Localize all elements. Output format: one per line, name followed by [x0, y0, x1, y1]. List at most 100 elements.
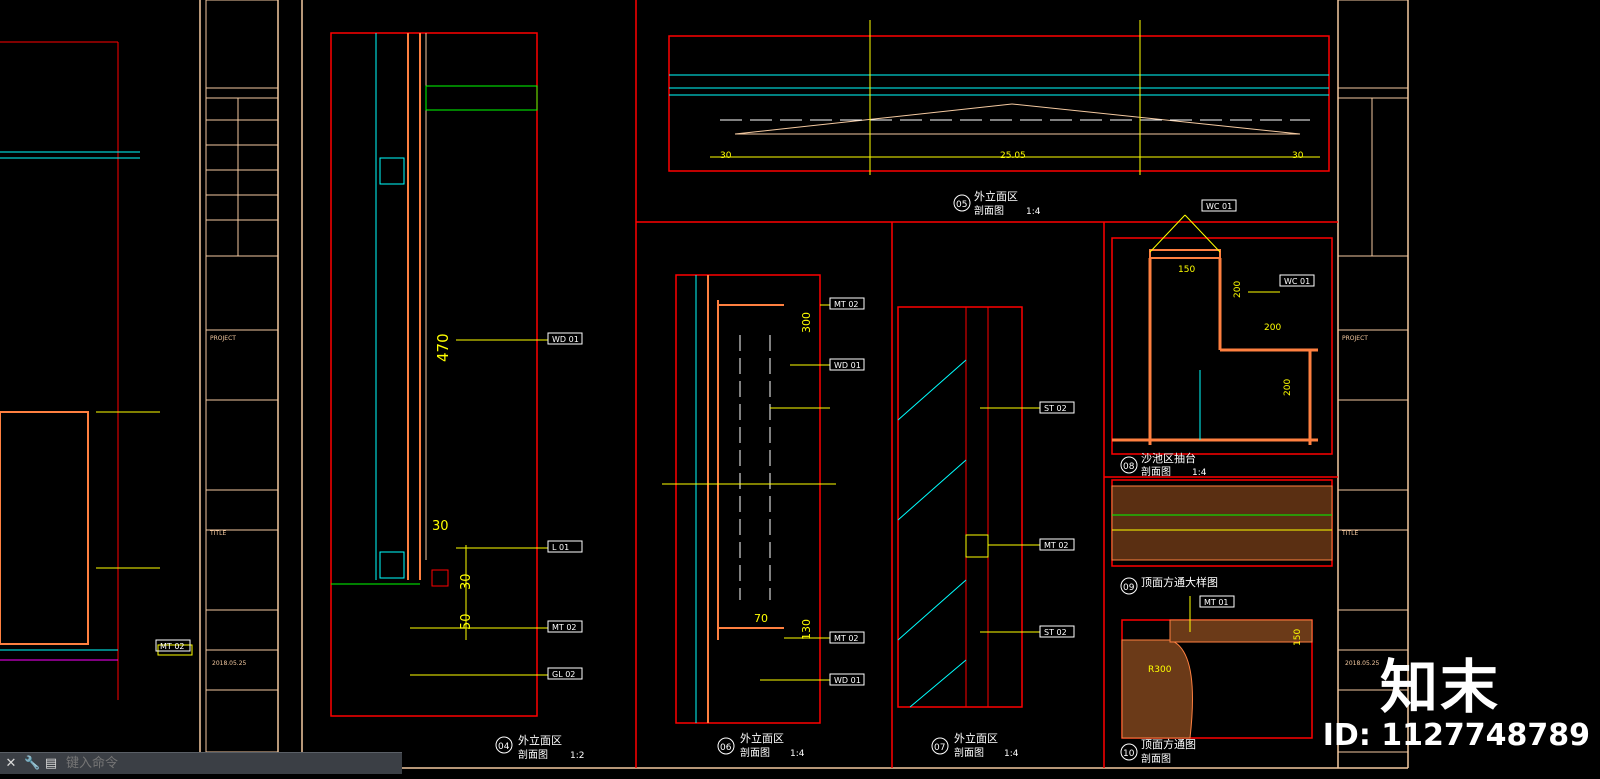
watermark-logo: 知末: [1379, 653, 1500, 721]
panel-grid: [635, 0, 1338, 768]
svg-text:05: 05: [956, 200, 967, 210]
tb-project-label: PROJECT: [210, 335, 236, 342]
svg-text:剖面图: 剖面图: [518, 748, 548, 761]
svg-text:07: 07: [934, 743, 945, 753]
material-tag: MT 02: [1039, 538, 1075, 551]
dim-label: 25.05: [1000, 151, 1026, 161]
dim-label: 300: [800, 312, 813, 333]
svg-text:WC 01: WC 01: [1206, 202, 1232, 211]
material-tag: WD 01: [829, 673, 865, 686]
svg-text:外立面区: 外立面区: [974, 189, 1018, 203]
svg-text:WD 01: WD 01: [834, 361, 861, 370]
tb-project-label: PROJECT: [1342, 335, 1368, 342]
svg-text:WD 01: WD 01: [552, 335, 579, 344]
svg-text:04: 04: [498, 742, 510, 752]
view-04-section: [330, 32, 548, 717]
view-title-09: 09 顶面方通大样图: [1120, 575, 1218, 595]
left-partial-view: [0, 41, 193, 700]
svg-text:1:4: 1:4: [1004, 749, 1019, 759]
svg-text:1:4: 1:4: [1026, 207, 1041, 217]
svg-text:MT 02: MT 02: [834, 634, 859, 643]
close-icon[interactable]: ✕: [5, 756, 17, 771]
command-input[interactable]: [64, 755, 368, 772]
svg-text:剖面图: 剖面图: [1141, 465, 1171, 478]
view-title-07: 07 外立面区 剖面图 1:4: [931, 731, 1019, 759]
material-tag: L 01: [547, 540, 583, 553]
view-title-10: 10 顶面方通图 剖面图: [1120, 737, 1196, 765]
svg-text:MT 02: MT 02: [552, 623, 577, 632]
svg-text:外立面区: 外立面区: [740, 731, 784, 745]
svg-text:MT 02: MT 02: [160, 642, 185, 651]
view-07-section: [897, 306, 1040, 708]
dim-label: 50: [459, 613, 474, 630]
material-tag: MT 01: [1199, 595, 1235, 608]
svg-text:MT 01: MT 01: [1204, 598, 1229, 607]
svg-text:06: 06: [720, 743, 732, 753]
dim-label: 70: [754, 612, 768, 625]
dim-label: 30: [459, 573, 474, 590]
material-tag: ST 02: [1039, 625, 1075, 638]
dim-label: 130: [800, 619, 813, 640]
dim-label: 30: [720, 151, 732, 161]
dim-label: 200: [1264, 323, 1281, 333]
svg-text:顶面方通图: 顶面方通图: [1141, 737, 1196, 751]
svg-text:09: 09: [1123, 583, 1135, 593]
svg-text:L 01: L 01: [552, 543, 569, 552]
tb-title-label: TITLE: [209, 530, 226, 537]
dim-label: 200: [1233, 281, 1243, 298]
svg-text:沙池区抽台: 沙池区抽台: [1141, 451, 1196, 465]
svg-text:剖面图: 剖面图: [974, 204, 1004, 217]
command-history-icon[interactable]: ▤: [44, 756, 58, 771]
svg-text:ST 02: ST 02: [1044, 404, 1067, 413]
svg-text:外立面区: 外立面区: [518, 733, 562, 747]
tb-title-label: TITLE: [1341, 530, 1358, 537]
svg-text:剖面图: 剖面图: [740, 746, 770, 759]
command-line-bar[interactable]: ✕ 🔧 ▤: [0, 752, 402, 774]
material-tag: WD 01: [829, 358, 865, 371]
svg-text:1:2: 1:2: [570, 751, 584, 761]
svg-text:顶面方通大样图: 顶面方通大样图: [1141, 575, 1218, 589]
view-title-04: 04 外立面区 剖面图 1:2: [495, 733, 584, 761]
svg-text:GL 02: GL 02: [552, 670, 575, 679]
material-tag: MT 02: [155, 639, 191, 652]
svg-text:ST 02: ST 02: [1044, 628, 1067, 637]
svg-text:WC 01: WC 01: [1284, 277, 1310, 286]
dim-label: 150: [1178, 265, 1195, 275]
dim-label: 150: [1293, 629, 1303, 646]
view-title-06: 06 外立面区 剖面图 1:4: [717, 731, 805, 759]
wrench-icon[interactable]: 🔧: [24, 756, 41, 771]
tb-date: 2018.05.25: [212, 660, 247, 667]
dim-label: R300: [1148, 665, 1172, 675]
svg-text:1:4: 1:4: [790, 749, 805, 759]
svg-text:1:4: 1:4: [1192, 468, 1207, 478]
svg-text:08: 08: [1123, 462, 1135, 472]
title-block-right: [1337, 0, 1409, 753]
svg-text:MT 02: MT 02: [834, 300, 859, 309]
material-tag: MT 02: [829, 631, 865, 644]
dim-label: 470: [434, 333, 452, 362]
view-09-section: [1111, 479, 1333, 567]
watermark-id: ID: 1127748789: [1322, 718, 1590, 753]
dim-label: 30: [432, 519, 449, 534]
svg-text:剖面图: 剖面图: [954, 746, 984, 759]
tb-date: 2018.05.25: [1345, 660, 1380, 667]
view-05-section: [668, 20, 1330, 175]
view-title-08: 08 沙池区抽台 剖面图 1:4: [1120, 451, 1207, 478]
view-06-section: [662, 274, 836, 724]
material-tag: ST 02: [1039, 401, 1075, 414]
title-block-left: [205, 0, 279, 753]
svg-text:MT 02: MT 02: [1044, 541, 1069, 550]
material-tag: WD 01: [547, 332, 583, 345]
material-tag: MT 02: [829, 297, 865, 310]
svg-text:剖面图: 剖面图: [1141, 752, 1171, 765]
material-tag: MT 02: [547, 620, 583, 633]
material-tag: WC 01: [1201, 199, 1237, 212]
svg-text:WD 01: WD 01: [834, 676, 861, 685]
dim-label: 200: [1283, 379, 1293, 396]
material-tag: WC 01: [1279, 274, 1315, 287]
svg-text:外立面区: 外立面区: [954, 731, 998, 745]
view-title-05: 05 外立面区 剖面图 1:4: [953, 189, 1041, 217]
svg-text:10: 10: [1123, 749, 1135, 759]
view-08-section: [1111, 214, 1333, 455]
